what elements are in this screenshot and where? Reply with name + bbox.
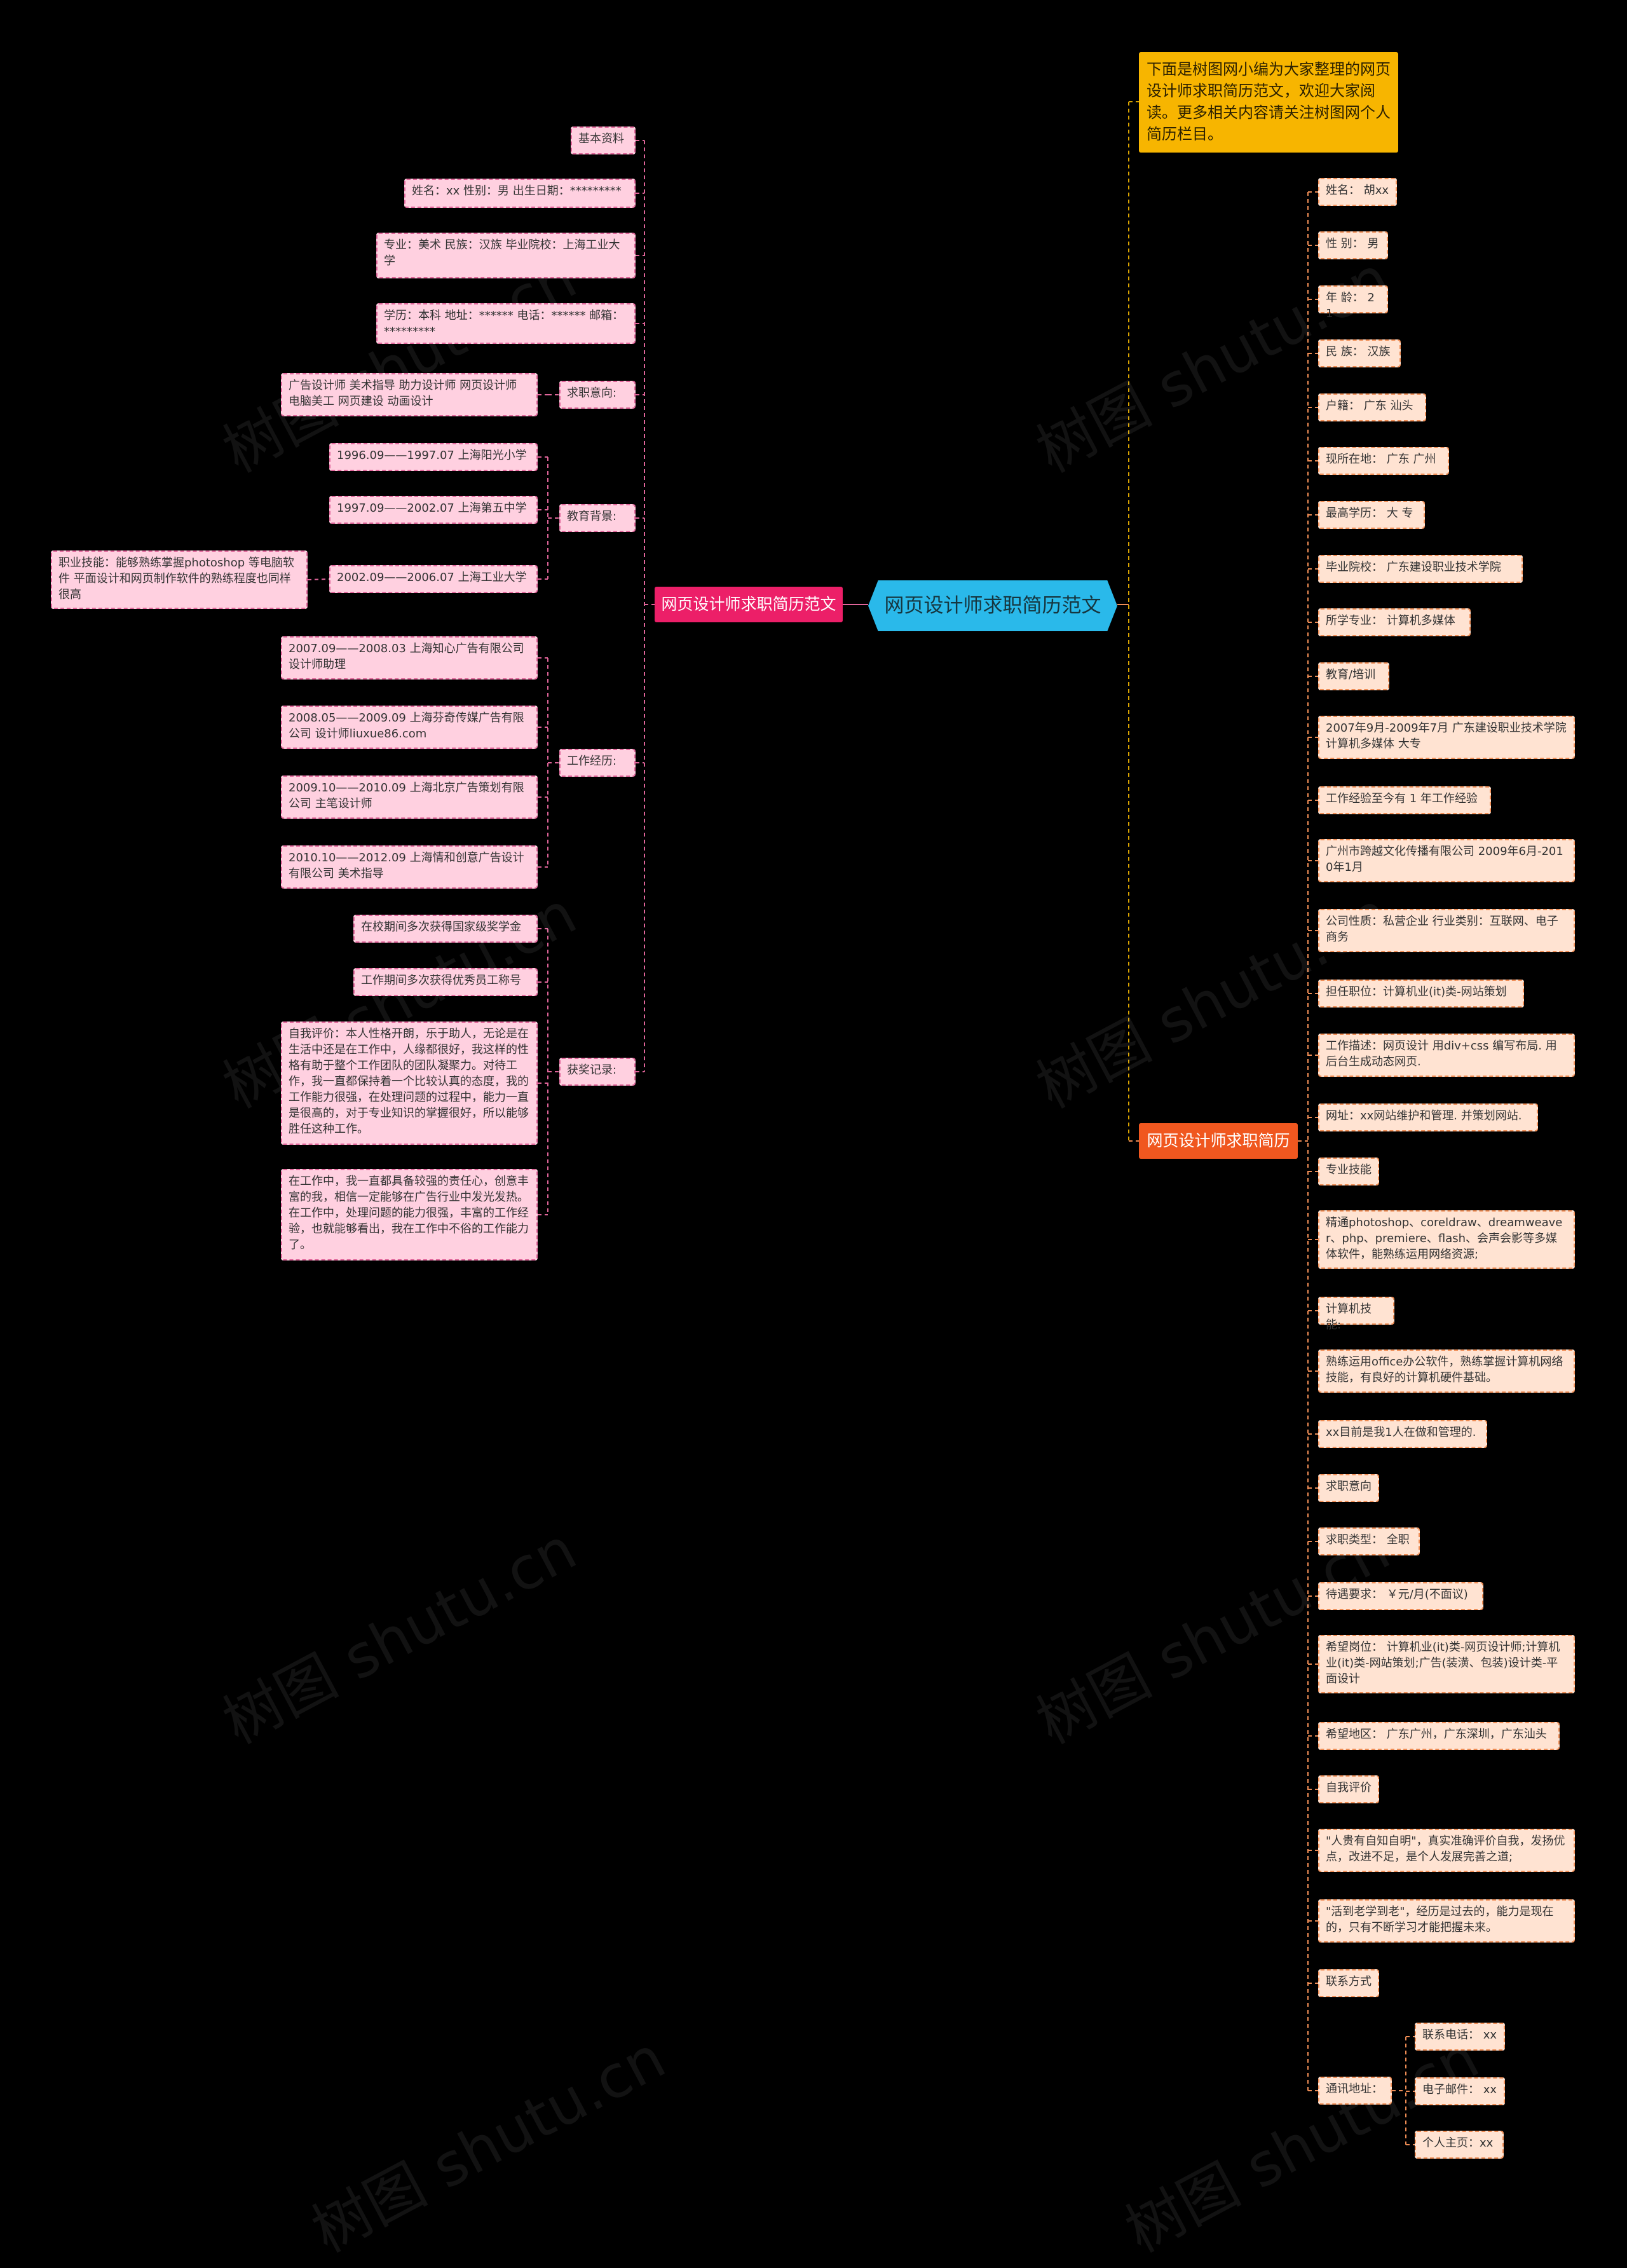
intro-note[interactable]: 下面是树图网小编为大家整理的网页设计师求职简历范文，欢迎大家阅读。更多相关内容请… [1139,52,1398,153]
right-branch-node[interactable]: 网页设计师求职简历 [1139,1123,1298,1159]
resume-item[interactable]: 年 龄： 21 [1318,285,1388,320]
resume-item[interactable]: 待遇要求： ￥元/月(不面议) [1318,1582,1483,1610]
award-item[interactable]: 工作期间多次获得优秀员工称号 [353,968,538,996]
resume-item[interactable]: 求职类型： 全职 [1318,1527,1420,1555]
group-work-experience[interactable]: 工作经历: [559,749,636,777]
work-item[interactable]: 2008.05——2009.09 上海芬奇传媒广告有限公司 设计师liuxue8… [281,706,538,749]
resume-item[interactable]: 自我评价 [1318,1775,1379,1803]
group-basic-info[interactable]: 基本资料 [571,126,636,154]
resume-item[interactable]: "人贵有自知自明"，真实准确评价自我，发扬优点，改进不足，是个人发展完善之道; [1318,1829,1575,1872]
connector-lines [307,101,1415,2145]
left-branch-node[interactable]: 网页设计师求职简历范文 [655,587,843,622]
resume-item[interactable]: 希望岗位： 计算机业(it)类-网页设计师;计算机业(it)类-网站策划;广告(… [1318,1635,1575,1693]
work-item[interactable]: 2009.10——2010.09 上海北京广告策划有限公司 主笔设计师 [281,775,538,819]
resume-item[interactable]: 联系方式 [1318,1969,1379,1997]
resume-item[interactable]: 广州市跨越文化传播有限公司 2009年6月-2010年1月 [1318,839,1575,882]
resume-item[interactable]: 希望地区： 广东广州，广东深圳，广东汕头 [1318,1722,1560,1750]
root-node[interactable]: 网页设计师求职简历范文 [868,580,1117,631]
resume-item[interactable]: 姓名： 胡xx [1318,178,1397,206]
education-item[interactable]: 2002.09——2006.07 上海工业大学 [329,565,538,593]
resume-item[interactable]: 计算机技能: [1318,1297,1394,1332]
resume-item[interactable]: 通讯地址： [1318,2077,1392,2105]
intention-item[interactable]: 广告设计师 美术指导 助力设计师 网页设计师 电脑美工 网页建设 动画设计 [281,373,538,416]
basic-item[interactable]: 姓名：xx 性别：男 出生日期：********* [404,179,636,208]
resume-item[interactable]: 教育/培训 [1318,662,1389,690]
resume-item[interactable]: 现所在地： 广东 广州 [1318,447,1449,475]
resume-item[interactable]: 熟练运用office办公软件，熟练掌握计算机网络技能，有良好的计算机硬件基础。 [1318,1349,1575,1393]
work-item[interactable]: 2010.10——2012.09 上海情和创意广告设计有限公司 美术指导 [281,845,538,889]
resume-item[interactable]: 毕业院校： 广东建设职业技术学院 [1318,555,1523,583]
resume-item[interactable]: 求职意向 [1318,1474,1379,1502]
skill-note[interactable]: 职业技能：能够熟练掌握photoshop 等电脑软件 平面设计和网页制作软件的熟… [51,550,308,609]
work-item[interactable]: 2007.09——2008.03 上海知心广告有限公司 设计师助理 [281,636,538,680]
resume-item[interactable]: 精通photoshop、coreldraw、dreamweaver、php、pr… [1318,1210,1575,1269]
connector-line [307,578,330,580]
award-item[interactable]: 自我评价：本人性格开朗，乐于助人，无论是在生活中还是在工作中，人缘都很好，我这样… [281,1021,538,1145]
resume-item[interactable]: 工作描述：网页设计 用div+css 编写布局. 用后台生成动态网页. [1318,1034,1575,1077]
award-item[interactable]: 在工作中，我一直都具备较强的责任心，创意丰富的我，相信一定能够在广告行业中发光发… [281,1169,538,1260]
resume-item[interactable]: 2007年9月-2009年7月 广东建设职业技术学院 计算机多媒体 大专 [1318,716,1575,759]
education-item[interactable]: 1996.09——1997.07 上海阳光小学 [329,443,538,471]
resume-item[interactable]: 担任职位：计算机业(it)类-网站策划 [1318,980,1524,1008]
group-job-intention[interactable]: 求职意向: [559,381,636,409]
basic-item[interactable]: 学历：本科 地址：****** 电话：****** 邮箱：********* [376,303,636,344]
contact-item[interactable]: 联系电话： xx [1415,2023,1505,2051]
resume-item[interactable]: 民 族： 汉族 [1318,339,1401,367]
resume-item[interactable]: "活到老学到老"，经历是过去的，能力是现在的，只有不断学习才能把握未来。 [1318,1899,1575,1943]
resume-item[interactable]: 工作经验至今有 1 年工作经验 [1318,786,1491,814]
resume-item[interactable]: 最高学历： 大 专 [1318,501,1425,529]
contact-item[interactable]: 电子邮件： xx [1415,2077,1505,2105]
group-education[interactable]: 教育背景: [559,504,636,532]
group-awards[interactable]: 获奖记录: [559,1058,636,1086]
resume-item[interactable]: 网址：xx网站维护和管理. 并策划网站. [1318,1103,1538,1131]
resume-item[interactable]: xx目前是我1人在做和管理的. [1318,1420,1487,1448]
resume-item[interactable]: 所学专业： 计算机多媒体 [1318,608,1471,636]
basic-item[interactable]: 专业：美术 民族：汉族 毕业院校：上海工业大学 [376,233,636,278]
education-item[interactable]: 1997.09——2002.07 上海第五中学 [329,496,538,524]
resume-item[interactable]: 户籍： 广东 汕头 [1318,393,1426,421]
award-item[interactable]: 在校期间多次获得国家级奖学金 [353,915,538,943]
resume-item[interactable]: 专业技能 [1318,1158,1379,1185]
resume-item[interactable]: 性 别： 男 [1318,231,1388,259]
resume-item[interactable]: 公司性质：私营企业 行业类别：互联网、电子商务 [1318,909,1575,952]
contact-item[interactable]: 个人主页：xx [1415,2131,1504,2159]
